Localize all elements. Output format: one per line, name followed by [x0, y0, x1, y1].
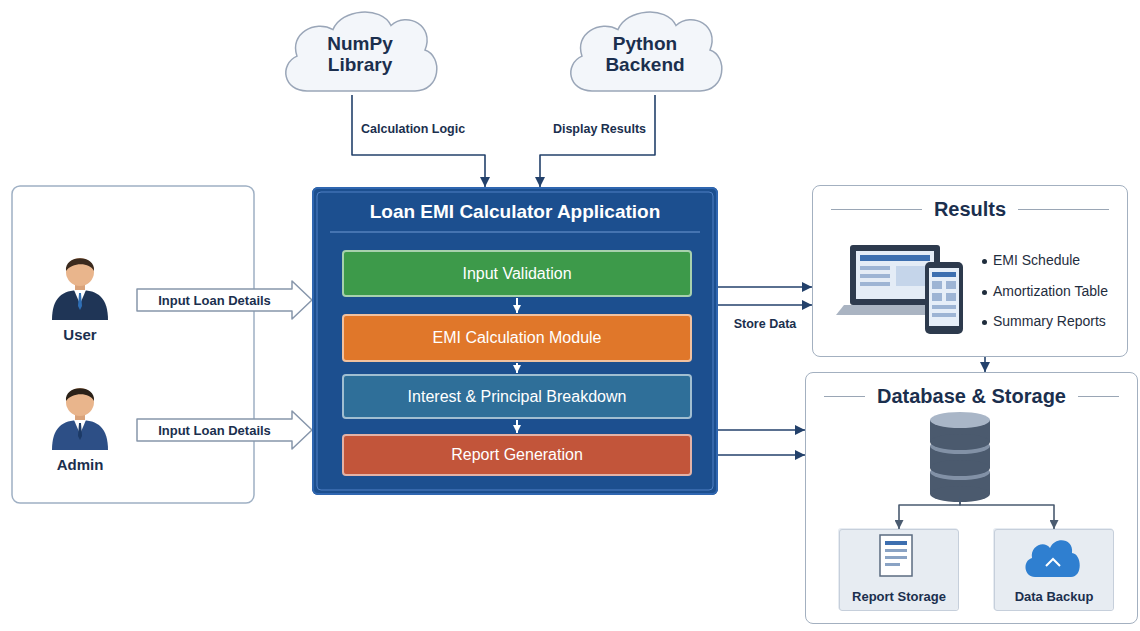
bullet-item: Summary Reports	[993, 313, 1106, 329]
process-box: Input Validation	[342, 250, 692, 297]
connector-arrow	[516, 420, 518, 433]
panel-title: Results	[831, 198, 1109, 221]
actor-admin: Admin	[35, 378, 125, 473]
devices-illustration	[836, 245, 963, 334]
actor-panel	[12, 186, 254, 503]
storage-box: Data Backup	[994, 529, 1114, 611]
storage-panel: Database & StorageReport Storage Data Bac…	[805, 372, 1138, 624]
connector-arrow	[718, 304, 812, 306]
actor-label: Admin	[57, 456, 104, 473]
connector-arrow	[984, 357, 986, 372]
results-panel: ResultsEMI ScheduleAmortization TableSum…	[812, 185, 1128, 357]
edge-label: Store Data	[732, 317, 799, 332]
panel-title: Database & Storage	[824, 385, 1119, 408]
cloud-shape	[571, 12, 722, 91]
connector-arrow	[516, 363, 518, 373]
edge-label-box: Calculation Logic	[359, 119, 467, 137]
connector-arrow	[718, 286, 812, 288]
connector-arrow	[540, 95, 655, 187]
process-label: Input Validation	[462, 265, 571, 283]
edge-label-box: Input Loan Details	[156, 291, 273, 309]
library-cloud: NumPy Library	[275, 3, 445, 95]
admin-icon	[52, 388, 108, 450]
actor-user: User	[35, 248, 125, 343]
storage-label: Report Storage	[852, 589, 946, 604]
bullet-item: Amortization Table	[993, 283, 1108, 299]
connector-arrow	[718, 454, 805, 456]
process-label: Report Generation	[451, 446, 583, 464]
edge-label: Calculation Logic	[359, 122, 467, 137]
data-backup-icon	[993, 528, 1113, 610]
process-box: Report Generation	[342, 434, 692, 476]
input-arrow	[137, 411, 312, 449]
process-box: Interest & Principal Breakdown	[342, 374, 692, 419]
process-label: Interest & Principal Breakdown	[408, 388, 627, 406]
cloud-shape	[286, 12, 437, 91]
application-box: Loan EMI Calculator ApplicationInput Val…	[312, 187, 718, 495]
storage-box: Report Storage	[839, 529, 959, 611]
edge-label: Display Results	[551, 122, 648, 137]
connector-arrow	[718, 429, 805, 431]
process-label: EMI Calculation Module	[433, 329, 602, 347]
application-frame	[312, 187, 718, 495]
report-storage-icon	[838, 528, 958, 610]
user-icon	[52, 258, 108, 320]
process-box: EMI Calculation Module	[342, 314, 692, 362]
cloud-label: Python Backend	[583, 33, 707, 76]
edge-label-box: Store Data	[732, 314, 799, 332]
connector-arrow	[960, 497, 1054, 529]
backend-cloud: Python Backend	[560, 3, 730, 95]
database-icon	[930, 412, 990, 502]
connector-arrow	[352, 95, 485, 187]
cloud-label: NumPy Library	[298, 33, 422, 76]
storage-label: Data Backup	[1015, 589, 1094, 604]
connector-arrow	[516, 298, 518, 313]
edge-label-box: Display Results	[551, 119, 648, 137]
connector-arrow	[899, 497, 960, 529]
actor-label: User	[63, 326, 96, 343]
edge-label: Input Loan Details	[156, 423, 273, 439]
input-arrow	[137, 281, 312, 319]
bullet-item: EMI Schedule	[993, 252, 1080, 268]
edge-label-box: Input Loan Details	[156, 421, 273, 439]
application-title: Loan EMI Calculator Application	[314, 201, 716, 223]
edge-label: Input Loan Details	[156, 293, 273, 309]
